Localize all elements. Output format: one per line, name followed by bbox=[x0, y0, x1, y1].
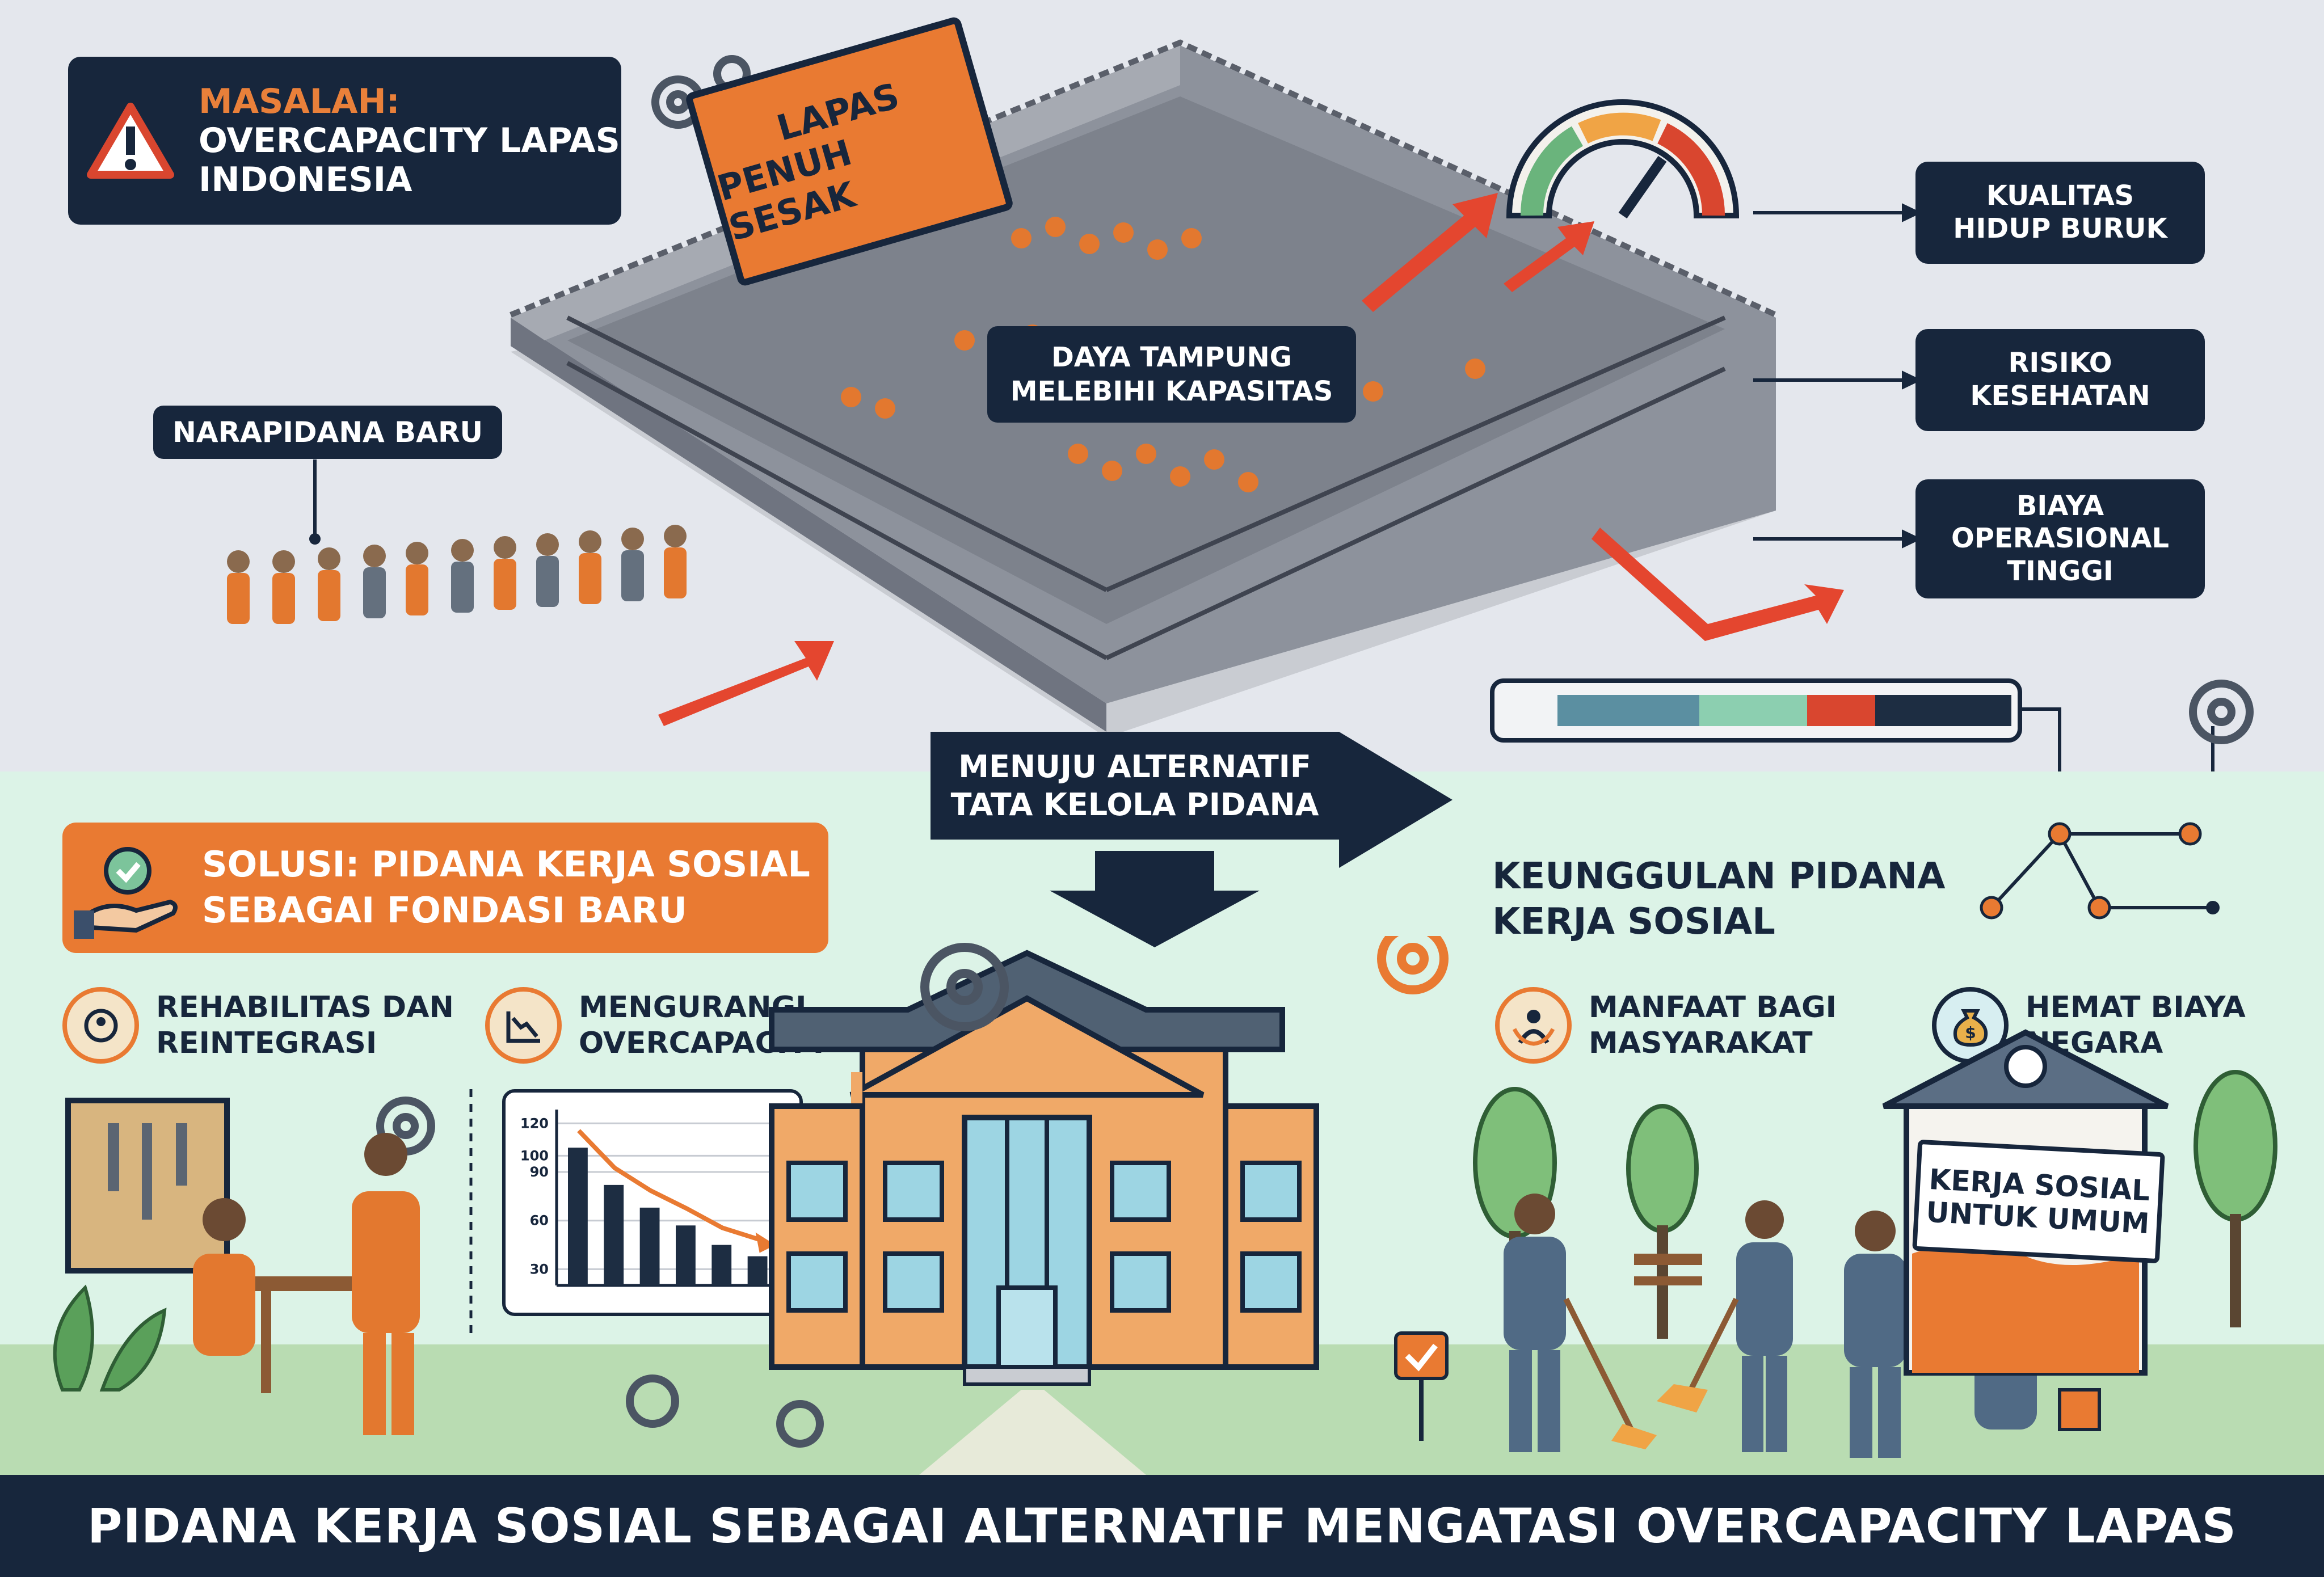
red-arrows bbox=[658, 193, 1844, 726]
capacity-label-line1: DAYA TAMPUNG bbox=[1051, 341, 1292, 373]
chart-bar bbox=[639, 1207, 660, 1285]
community-work-sign: KERJA SOSIAL UNTUK UMUM bbox=[1912, 1139, 2165, 1264]
community-workers bbox=[1504, 1237, 2037, 1458]
chart-tick-label: 30 bbox=[530, 1261, 549, 1277]
benefit-rehabilitation: REHABILITAS DAN REINTEGRASI bbox=[62, 987, 454, 1064]
chart-bar bbox=[711, 1245, 732, 1285]
solution-illustration bbox=[53, 936, 2277, 1475]
chart-bar bbox=[676, 1225, 696, 1285]
gear-icon bbox=[1377, 936, 1449, 994]
transition-line2: TATA KELOLA PIDANA bbox=[950, 787, 1319, 823]
tool-board bbox=[65, 1098, 230, 1274]
warning-icon bbox=[87, 103, 174, 179]
solution-line1: SOLUSI: PIDANA KERJA SOSIAL bbox=[202, 844, 810, 886]
benefit-community: MANFAAT BAGI MASYARAKAT bbox=[1495, 987, 1837, 1064]
svg-text:$: $ bbox=[1965, 1023, 1976, 1042]
chart-bar bbox=[604, 1184, 624, 1285]
problem-header: MASALAH: OVERCAPACITY LAPAS INDONESIA bbox=[68, 57, 621, 225]
chart-tick-label: 120 bbox=[520, 1115, 549, 1131]
helping-hand-gear-icon bbox=[74, 847, 178, 939]
gauge-icon bbox=[1506, 99, 1740, 219]
capacity-label-line2: MELEBIHI KAPASITAS bbox=[1010, 376, 1333, 407]
chart-bar bbox=[747, 1256, 768, 1285]
chart-tick-label: 60 bbox=[530, 1213, 549, 1229]
solution-header: SOLUSI: PIDANA KERJA SOSIAL SEBAGAI FOND… bbox=[62, 823, 828, 953]
declining-chart-icon bbox=[485, 987, 562, 1064]
footer-banner: PIDANA KERJA SOSIAL SEBAGAI ALTERNATIF M… bbox=[0, 1475, 2324, 1577]
problem-title-line2: INDONESIA bbox=[199, 160, 412, 200]
new-inmates-label: NARAPIDANA BARU bbox=[153, 406, 503, 459]
gear-icon bbox=[626, 1374, 824, 1448]
problem-title-line1: OVERCAPACITY LAPAS bbox=[199, 121, 620, 161]
effect-high-operational-cost: BIAYA OPERASIONAL TINGGI bbox=[1915, 479, 2205, 598]
chart-trend-line bbox=[577, 1129, 759, 1242]
effect-health-risk: RISIKO KESEHATAN bbox=[1915, 329, 2205, 431]
queue-of-new-inmates bbox=[227, 525, 687, 624]
transition-line1: MENUJU ALTERNATIF bbox=[958, 748, 1311, 785]
chart-tick-label: 100 bbox=[520, 1148, 549, 1163]
chart-tick-label: 90 bbox=[530, 1164, 549, 1180]
solution-line2: SEBAGAI FONDASI BARU bbox=[202, 889, 687, 931]
gear-icon bbox=[920, 943, 1009, 1031]
problem-label: MASALAH: bbox=[199, 82, 400, 121]
transition-arrows bbox=[1050, 732, 1452, 947]
chart-bar bbox=[568, 1148, 588, 1285]
rehabilitation-icon bbox=[62, 987, 139, 1064]
chart-trend-arrowhead bbox=[755, 1232, 776, 1253]
benefits-heading-line1: KEUNGGULAN PIDANA bbox=[1492, 855, 1946, 897]
network-decoration bbox=[1980, 822, 2220, 920]
capacity-label: DAYA TAMPUNG MELEBIHI KAPASITAS bbox=[987, 326, 1356, 423]
inmate-workers bbox=[193, 1191, 420, 1435]
transition-banner: MENUJU ALTERNATIF TATA KELOLA PIDANA bbox=[931, 732, 1339, 840]
building bbox=[769, 950, 1319, 1386]
benefits-heading-line2: KERJA SOSIAL bbox=[1492, 901, 1775, 943]
community-icon bbox=[1495, 987, 1572, 1064]
footer-title: PIDANA KERJA SOSIAL SEBAGAI ALTERNATIF M… bbox=[87, 1498, 2237, 1554]
benefits-heading: KEUNGGULAN PIDANA KERJA SOSIAL bbox=[1492, 854, 1946, 944]
effect-poor-quality-of-life: KUALITAS HIDUP BURUK bbox=[1915, 162, 2205, 264]
progress-indicator bbox=[1490, 678, 2022, 743]
gear-icon bbox=[2189, 680, 2254, 744]
